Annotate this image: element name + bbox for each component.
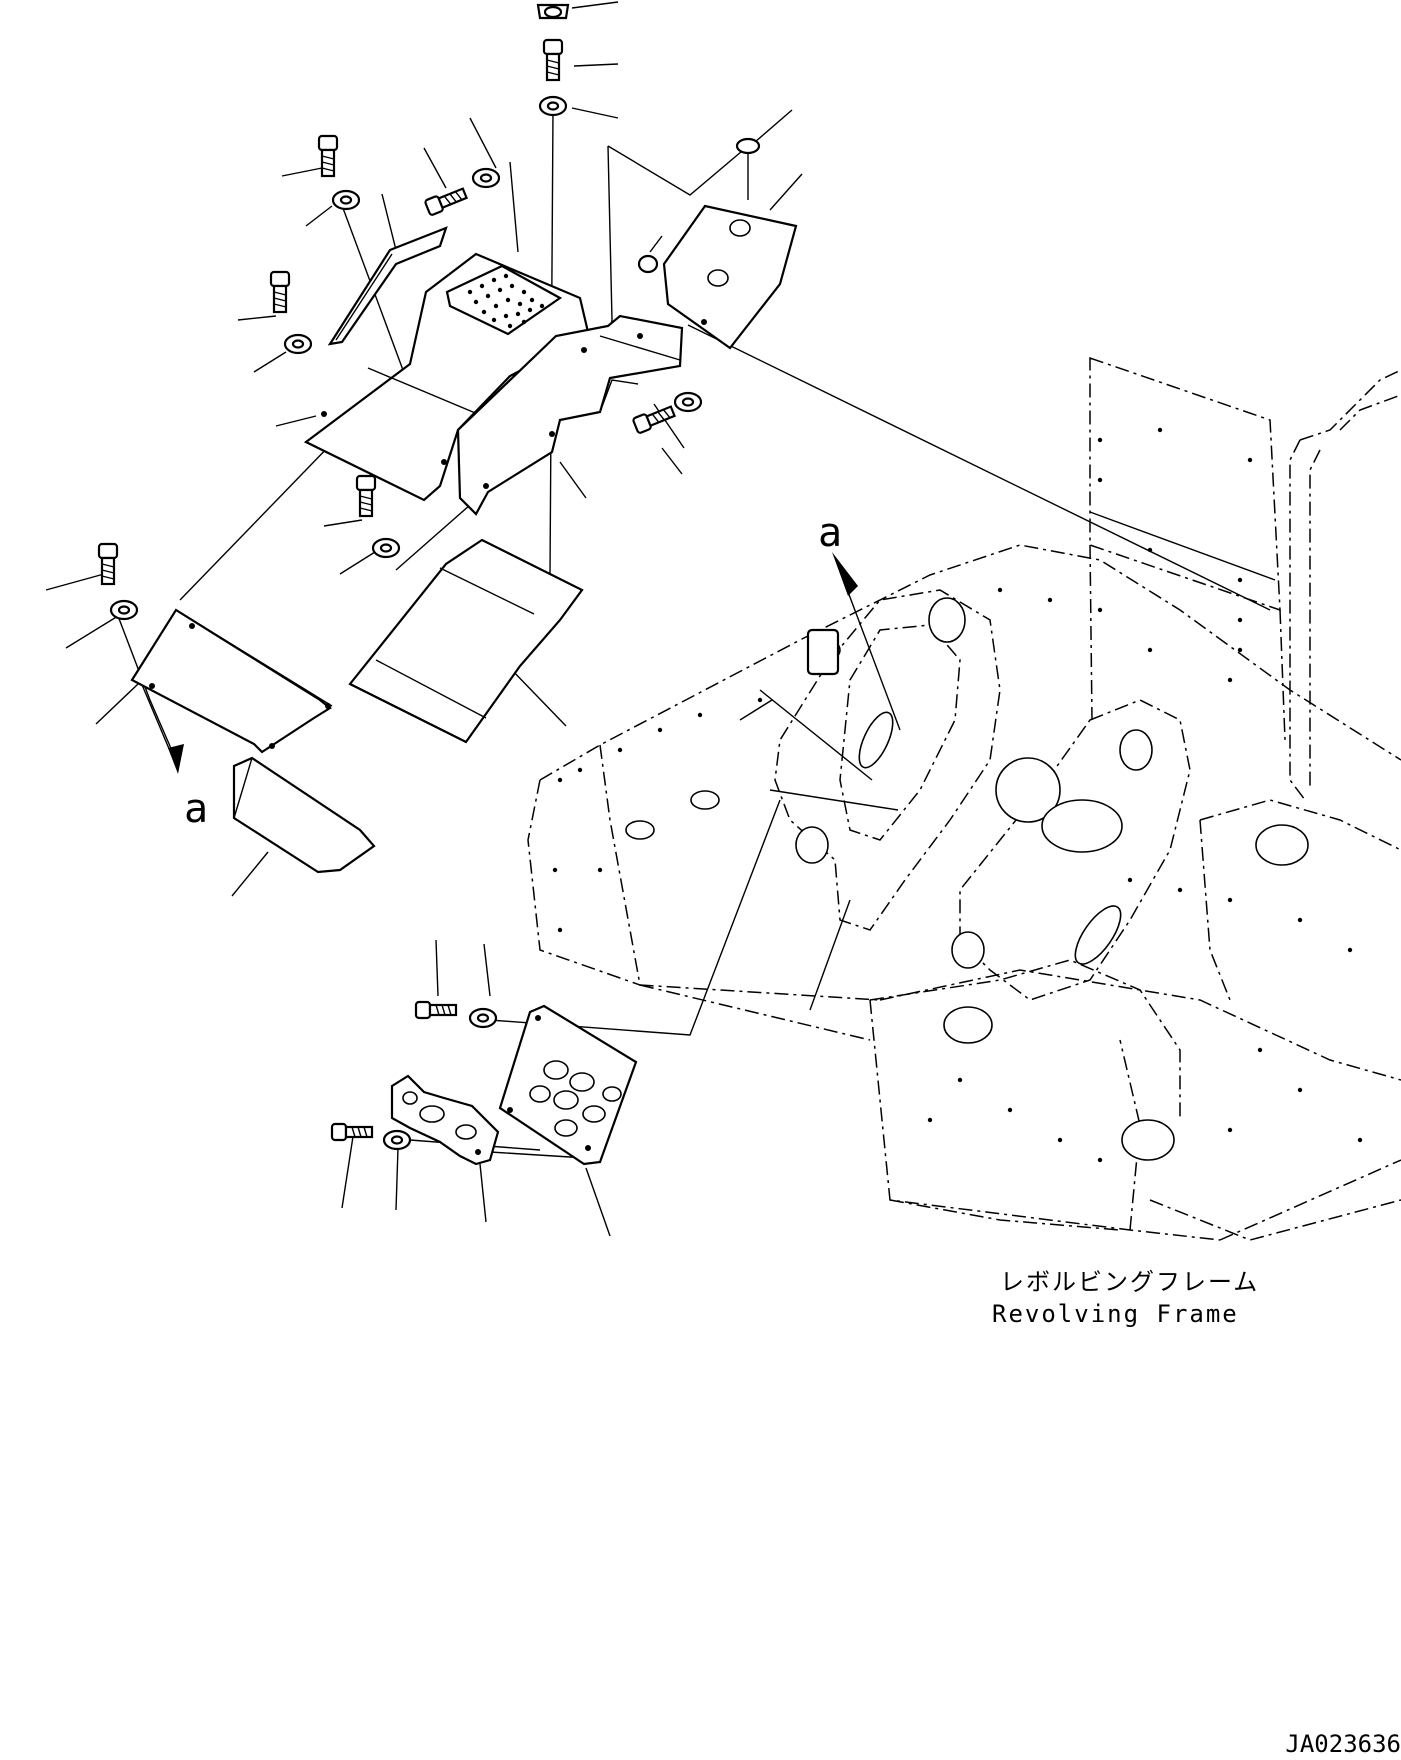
bolt-icon xyxy=(269,270,291,314)
lower-panel xyxy=(130,608,333,754)
frame-label-jp: レボルビングフレーム xyxy=(1000,1268,1259,1296)
bolt-icon xyxy=(97,542,119,586)
checker-pattern xyxy=(467,273,545,329)
cap-screw-icon xyxy=(414,1000,458,1020)
frame-holes xyxy=(552,427,1363,1163)
step-bracket xyxy=(662,204,798,350)
washer-icon xyxy=(283,333,313,355)
plug-icon xyxy=(735,137,761,200)
cover-plate xyxy=(498,1004,638,1166)
foot-block xyxy=(232,756,376,874)
cap-nut-icon xyxy=(536,3,570,20)
shim-plate xyxy=(390,1074,500,1166)
rubber-strip xyxy=(327,226,448,346)
washer-icon xyxy=(538,95,568,117)
cap-screw-icon xyxy=(423,184,469,217)
revolving-frame xyxy=(527,356,1401,1241)
washer-icon xyxy=(109,599,139,621)
bent-step-plate xyxy=(348,538,584,744)
washer-icon xyxy=(331,189,361,211)
parts xyxy=(97,3,798,1166)
view-marker-bottom: a xyxy=(184,786,208,832)
washer-icon xyxy=(371,537,401,559)
washer-icon xyxy=(673,391,703,413)
bolt-icon xyxy=(355,474,377,518)
cap-screw-icon xyxy=(330,1122,374,1142)
leader-lines xyxy=(45,1,1271,1237)
bolt-icon xyxy=(542,38,564,82)
washer-icon xyxy=(471,167,501,189)
plug-icon xyxy=(637,254,659,274)
drawing-number: JA023636 xyxy=(1285,1730,1401,1758)
frame-label-en: Revolving Frame xyxy=(992,1300,1239,1328)
washer-icon xyxy=(382,1129,412,1151)
bolt-icon xyxy=(317,134,339,178)
cap-screw-icon xyxy=(631,402,677,435)
view-marker-top: a xyxy=(818,510,842,556)
washer-icon xyxy=(468,1007,498,1029)
step-support xyxy=(456,314,684,516)
